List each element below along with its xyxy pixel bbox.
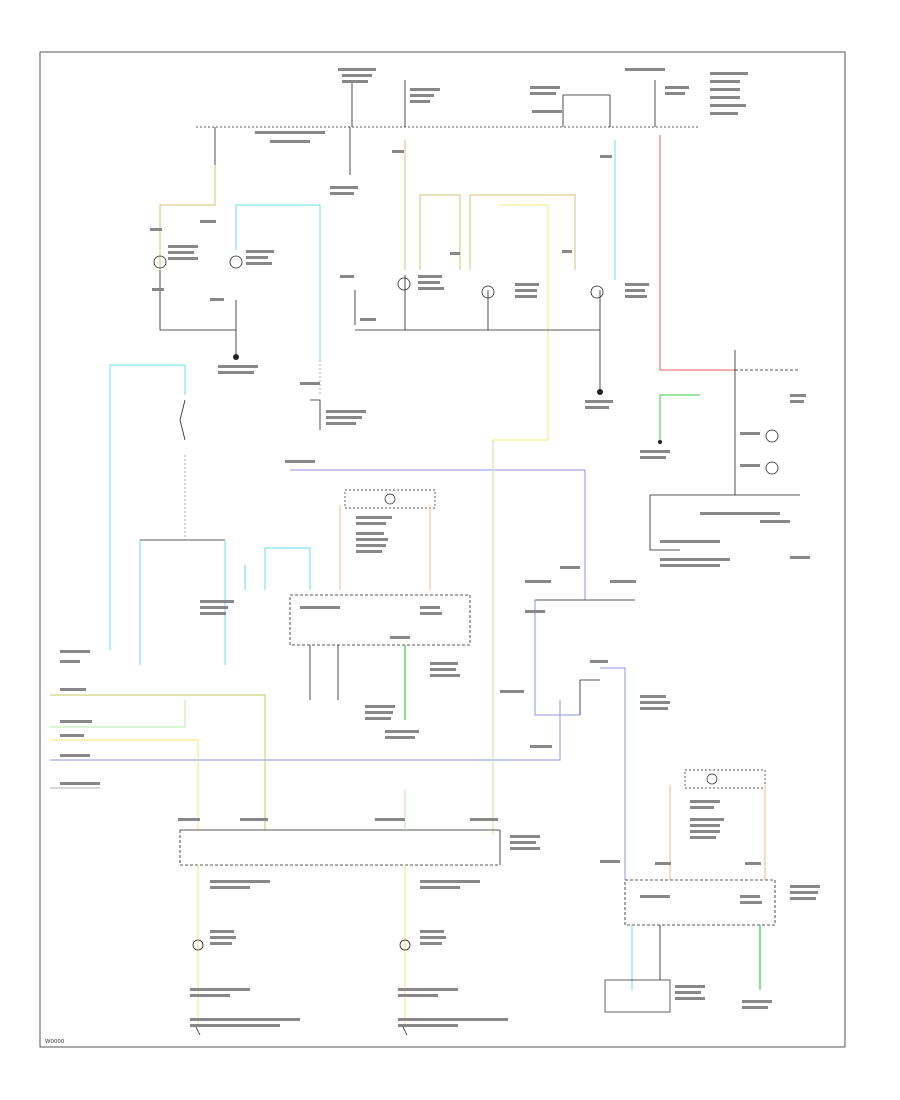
top-labels [255, 68, 748, 195]
right-cluster-labels [640, 394, 810, 567]
center-right [50, 439, 635, 880]
left-leads [50, 694, 266, 830]
upper-mid-relays [354, 140, 616, 440]
lower-right-labels [600, 800, 820, 1009]
bottom-bus-labels [178, 818, 540, 1027]
diagram-frame [39, 51, 846, 1048]
upper-left-relay [153, 165, 321, 430]
right-cluster [649, 135, 800, 551]
center-module-labels [200, 460, 460, 739]
upper-left-labels [150, 220, 366, 425]
center-right-labels [500, 566, 670, 748]
bottom-bus [179, 790, 501, 1036]
top-bus [196, 80, 700, 200]
center-module [244, 469, 586, 720]
page-reference: W0000 [45, 1039, 65, 1045]
left-cyan-run [109, 364, 226, 665]
left-lead-labels [60, 650, 100, 785]
upper-mid-labels [340, 150, 649, 409]
